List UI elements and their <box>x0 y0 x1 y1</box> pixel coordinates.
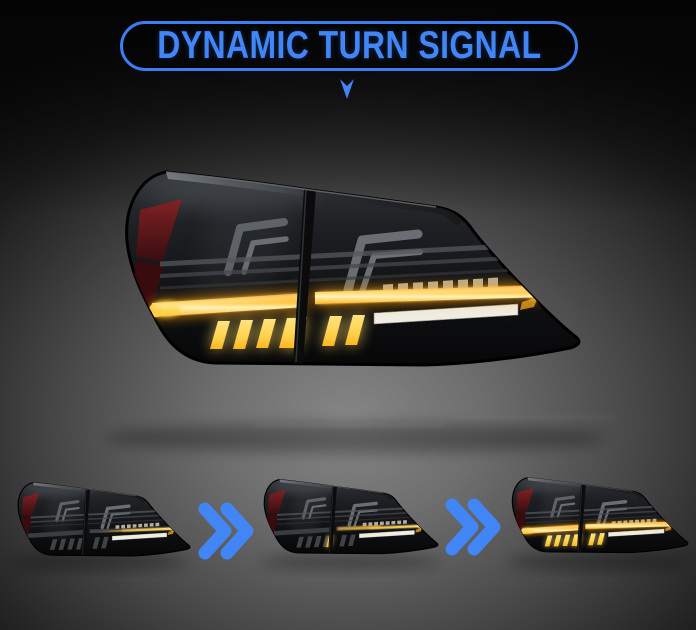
frame2-floor-shadow <box>260 555 440 569</box>
frame1-floor-shadow <box>12 555 188 569</box>
hero-floor-shadow <box>105 423 605 453</box>
headline-banner: DYNAMIC TURN SIGNAL <box>120 21 578 71</box>
sequence-frame-2-image <box>264 480 438 554</box>
next-arrow-icon <box>452 505 494 549</box>
hero-tail-lamp-image <box>127 172 579 365</box>
banner-pointer-icon <box>340 79 354 99</box>
next-arrow-icon <box>205 509 247 553</box>
headline-text: DYNAMIC TURN SIGNAL <box>156 24 542 67</box>
hero-floor-reflection <box>455 416 615 419</box>
hero-floor-reflection <box>255 424 445 427</box>
sequence-frame-3-image <box>512 478 687 553</box>
sequence-frame-1-image <box>18 483 190 556</box>
frame3-floor-shadow <box>506 555 690 569</box>
